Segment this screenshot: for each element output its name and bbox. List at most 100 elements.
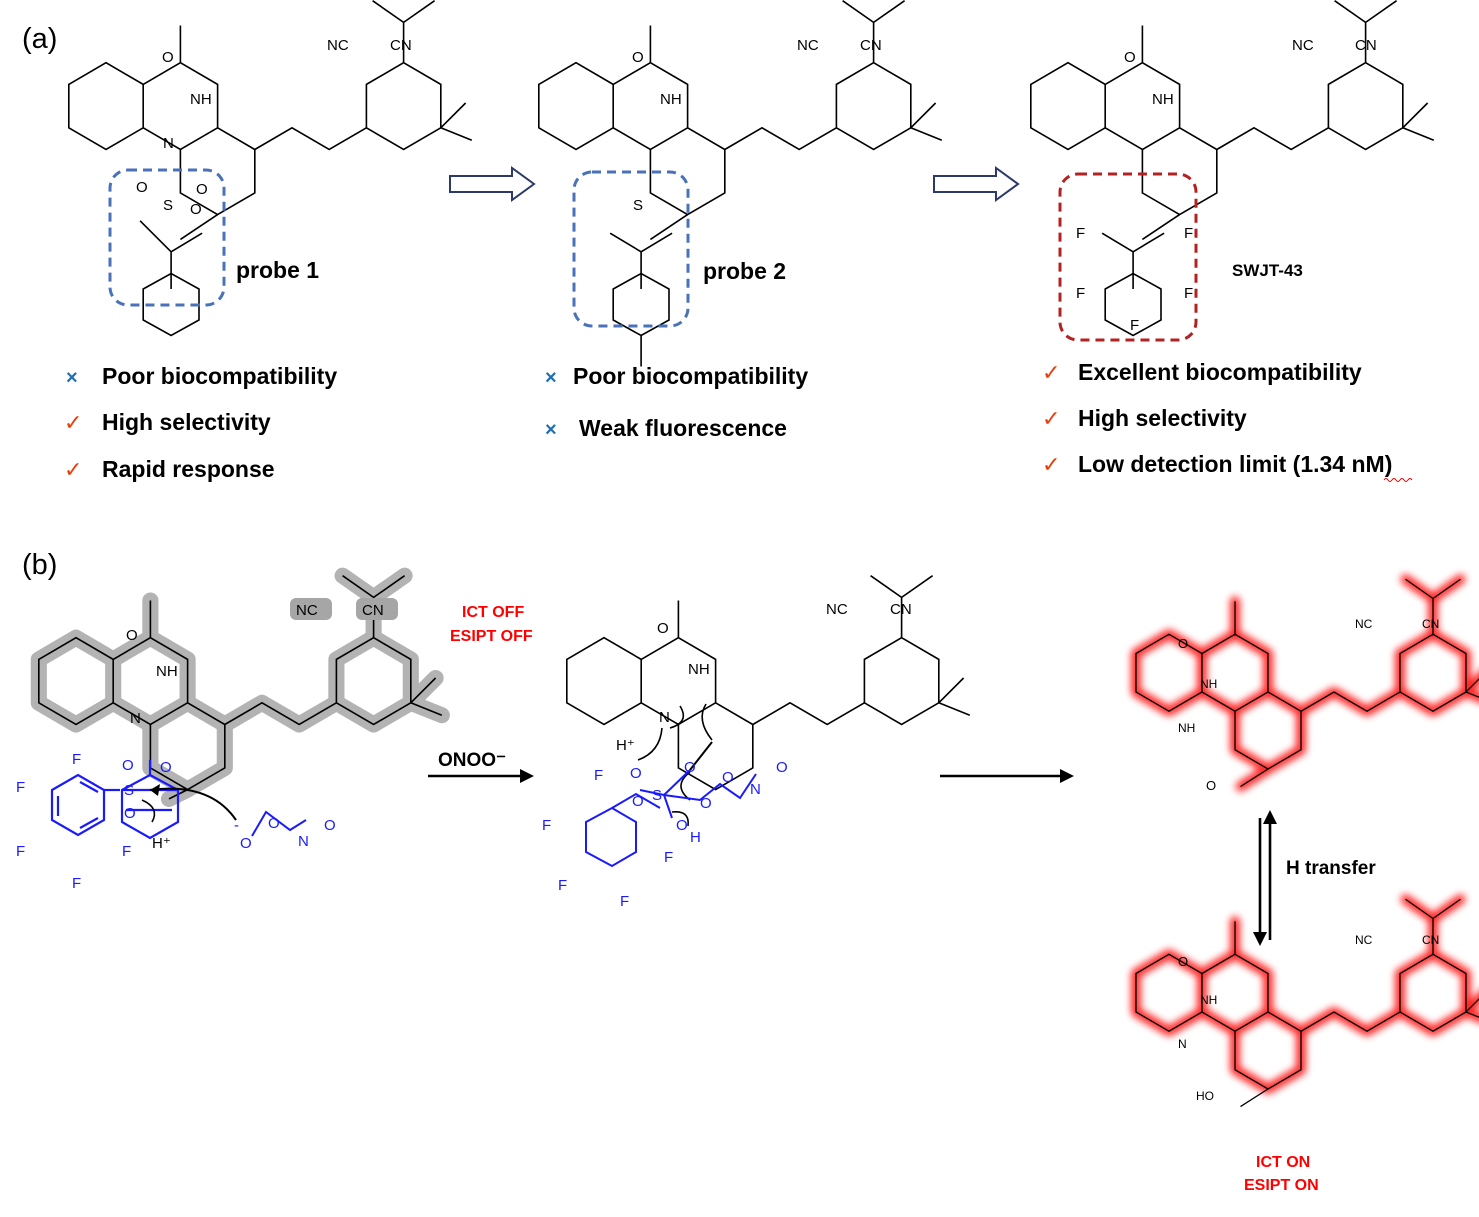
minus-charge: - (234, 817, 239, 834)
atom-nc: NC (296, 602, 318, 619)
atom-nc: NC (1355, 617, 1373, 631)
arrow-head (150, 784, 160, 796)
atom-h: H (690, 829, 701, 846)
atom-s: S (124, 782, 134, 799)
atom-cn: CN (1355, 37, 1377, 54)
arrow-head (1263, 810, 1277, 824)
atom-f: F (542, 817, 551, 834)
h-plus: H⁺ (616, 737, 635, 754)
atom-o: O (630, 765, 642, 782)
atom-n: N (130, 710, 141, 727)
atom-f: F (1184, 285, 1193, 302)
atom-f: F (664, 849, 673, 866)
atom-o: O (122, 757, 134, 774)
cross-mark: × (545, 419, 557, 441)
atom-nh: NH (190, 91, 212, 108)
atom-o: O (124, 805, 136, 822)
curved-arrow (671, 810, 689, 827)
atom-nh: NH (156, 663, 178, 680)
atom-o: O (1206, 778, 1216, 793)
atom-cn: CN (1422, 617, 1439, 631)
atom-n: N (659, 709, 670, 726)
state-on-esipt: ESIPT ON (1244, 1177, 1319, 1194)
panel-b-label: (b) (22, 549, 57, 581)
atom-ho: HO (1196, 1089, 1214, 1103)
hollow-arrow (449, 166, 536, 202)
atom-o: O (160, 759, 172, 776)
atom-f: F (558, 877, 567, 894)
atom-s: S (163, 197, 173, 214)
atom-o: O (190, 201, 202, 218)
atom-s: S (652, 787, 662, 804)
property-text: Rapid response (102, 456, 275, 482)
property-text: Low detection limit (1.34 nM) (1078, 451, 1392, 477)
curved-arrow (637, 727, 663, 761)
atom-cn: CN (1422, 933, 1439, 947)
h-transfer-label: H transfer (1286, 858, 1376, 879)
atom-n: N (298, 833, 309, 850)
property-text: Poor biocompatibility (573, 363, 808, 389)
atom-nh: NH (1200, 677, 1217, 691)
atom-nh: NH (1200, 993, 1217, 1007)
atom-o: O (700, 795, 712, 812)
atom-nc: NC (826, 601, 848, 618)
probe-2-box (572, 170, 690, 328)
atom-f: F (72, 751, 81, 768)
hollow-arrow (933, 166, 1020, 202)
atom-f: F (1130, 317, 1139, 334)
state-off-esipt: ESIPT OFF (450, 628, 533, 645)
cn-highlight (356, 598, 398, 620)
atom-o: O (657, 620, 669, 637)
swjt-43-structure (1029, 0, 1435, 337)
atom-o: O (196, 181, 208, 198)
probe-name: probe 2 (703, 258, 786, 284)
atom-o: O (676, 817, 688, 834)
check-mark: ✓ (1042, 360, 1060, 385)
curved-arrow (669, 705, 685, 729)
atom-o: O (1178, 954, 1188, 969)
probe-name: probe 1 (236, 257, 319, 283)
atom-o: O (776, 759, 788, 776)
atom-s: S (633, 197, 643, 214)
check-mark: ✓ (1042, 452, 1060, 477)
atom-f: F (1076, 225, 1085, 242)
atom-o: O (324, 817, 336, 834)
atom-o: O (1178, 636, 1188, 651)
curved-arrow (701, 703, 713, 741)
atom-cn: CN (362, 602, 384, 619)
atom-o: O (136, 179, 148, 196)
atom-o: O (722, 769, 734, 786)
atom-n: N (163, 135, 174, 152)
atom-o: O (632, 793, 644, 810)
product-keto-glow (1136, 579, 1479, 792)
atom-nh: NH (688, 661, 710, 678)
atom-o: O (632, 49, 644, 66)
atom-o: O (240, 835, 252, 852)
product-enol-glow (1136, 899, 1479, 1089)
product-enol-structure (1135, 898, 1479, 1108)
reagent-label: ONOO⁻ (438, 750, 506, 771)
bond (689, 741, 713, 771)
spellcheck-squiggle (1383, 478, 1413, 482)
atom-f: F (122, 843, 131, 860)
intermediate-sulfur (585, 769, 757, 868)
atom-o: O (684, 759, 696, 776)
curved-arrow (149, 787, 237, 821)
atom-cn: CN (390, 37, 412, 54)
probe-2-structure (537, 0, 943, 367)
atom-nh: NH (1152, 91, 1174, 108)
atom-n: N (1178, 1037, 1187, 1051)
cross-mark: × (545, 367, 557, 389)
swjt-43-box (1058, 172, 1198, 342)
probe-name: SWJT-43 (1232, 261, 1303, 280)
state-off-ict: ICT OFF (462, 604, 524, 621)
probe-1-structure (67, 0, 473, 337)
swjt-43-properties: ✓ Excellent biocompatibility ✓ High sele… (1042, 359, 1413, 482)
h-plus: H⁺ (152, 835, 171, 852)
atom-cn: CN (890, 601, 912, 618)
property-text: High selectivity (1078, 405, 1247, 431)
state-on-ict: ICT ON (1256, 1154, 1310, 1171)
probe-2-properties: × Poor biocompatibility × Weak fluoresce… (545, 363, 808, 441)
property-text: High selectivity (102, 409, 271, 435)
